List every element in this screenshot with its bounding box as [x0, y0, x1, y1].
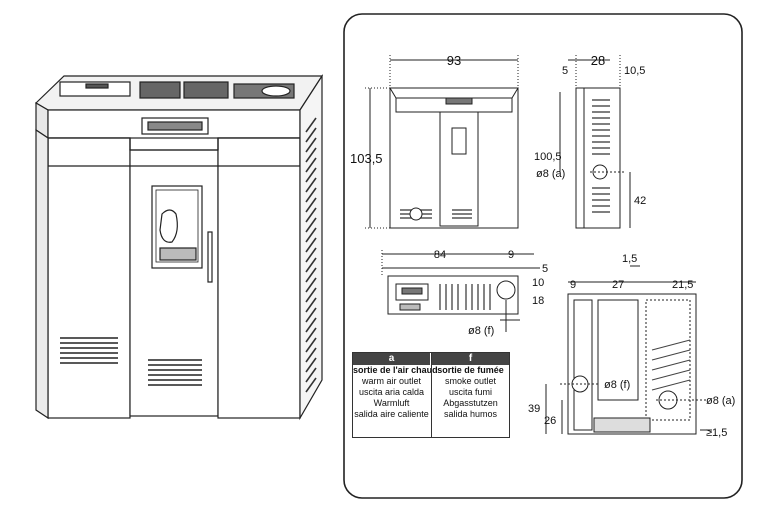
top-view	[381, 250, 540, 332]
dim-side-outlet-height: 100,5	[534, 151, 562, 163]
dim-front-height: 103,5	[350, 151, 383, 166]
legend-head-f: f	[432, 353, 509, 365]
rear-view	[545, 265, 712, 435]
legend-a-line-2: warm air outlet	[361, 376, 422, 386]
dim-rear-h2: 26	[544, 415, 556, 427]
label-rear-left-outlet: ø8 (f)	[604, 379, 630, 391]
dim-top-r3: 18	[532, 295, 544, 307]
legend-f-line-3: uscita fumi	[448, 387, 492, 397]
dim-rear-h1: 39	[528, 403, 540, 415]
legend-a-line-4: Warmluft	[373, 398, 410, 408]
side-view	[559, 55, 631, 229]
dim-side-lower: 42	[634, 195, 646, 207]
dim-top-width: 84	[434, 249, 446, 261]
legend-a-line-5: salida aire caliente	[354, 409, 429, 419]
dim-top-right: 9	[508, 249, 514, 261]
legend-a-line-1: sortie de l'air chaud	[353, 365, 438, 375]
stove-3d-illustration	[35, 73, 324, 421]
legend-head-a: a	[353, 353, 430, 365]
dim-rear-right: 21,5	[672, 279, 693, 291]
dim-rear-bottom: ≥1,5	[706, 427, 727, 439]
dim-side-right: 10,5	[624, 65, 645, 77]
dim-top-r2: 10	[532, 277, 544, 289]
legend-f-line-1: sortie de fumée	[437, 365, 504, 375]
dim-rear-top-small: 1,5	[622, 253, 637, 265]
front-view	[365, 55, 519, 229]
legend-column-a: a sortie de l'air chaud warm air outlet …	[353, 353, 438, 420]
dim-front-width: 93	[447, 53, 461, 68]
dim-rear-mid: 27	[612, 279, 624, 291]
dim-rear-left: 9	[570, 279, 576, 291]
legend-f-line-2: smoke outlet	[444, 376, 497, 386]
legend-a-line-3: uscita aria calda	[358, 387, 425, 397]
legend-table: a sortie de l'air chaud warm air outlet …	[352, 352, 510, 438]
legend-separator	[431, 353, 432, 437]
legend-f-line-4: Abgasstutzen	[443, 398, 498, 408]
dim-side-left: 5	[562, 65, 568, 77]
label-rear-right-outlet: ø8 (a)	[706, 395, 735, 407]
dim-side-depth: 28	[591, 53, 605, 68]
legend-f-line-5: salida humos	[443, 409, 498, 419]
label-side-outlet: ø8 (a)	[536, 168, 565, 180]
dim-top-r1: 5	[542, 263, 548, 275]
legend-column-f: f sortie de fumée smoke outlet uscita fu…	[432, 353, 509, 420]
label-top-outlet: ø8 (f)	[468, 325, 494, 337]
